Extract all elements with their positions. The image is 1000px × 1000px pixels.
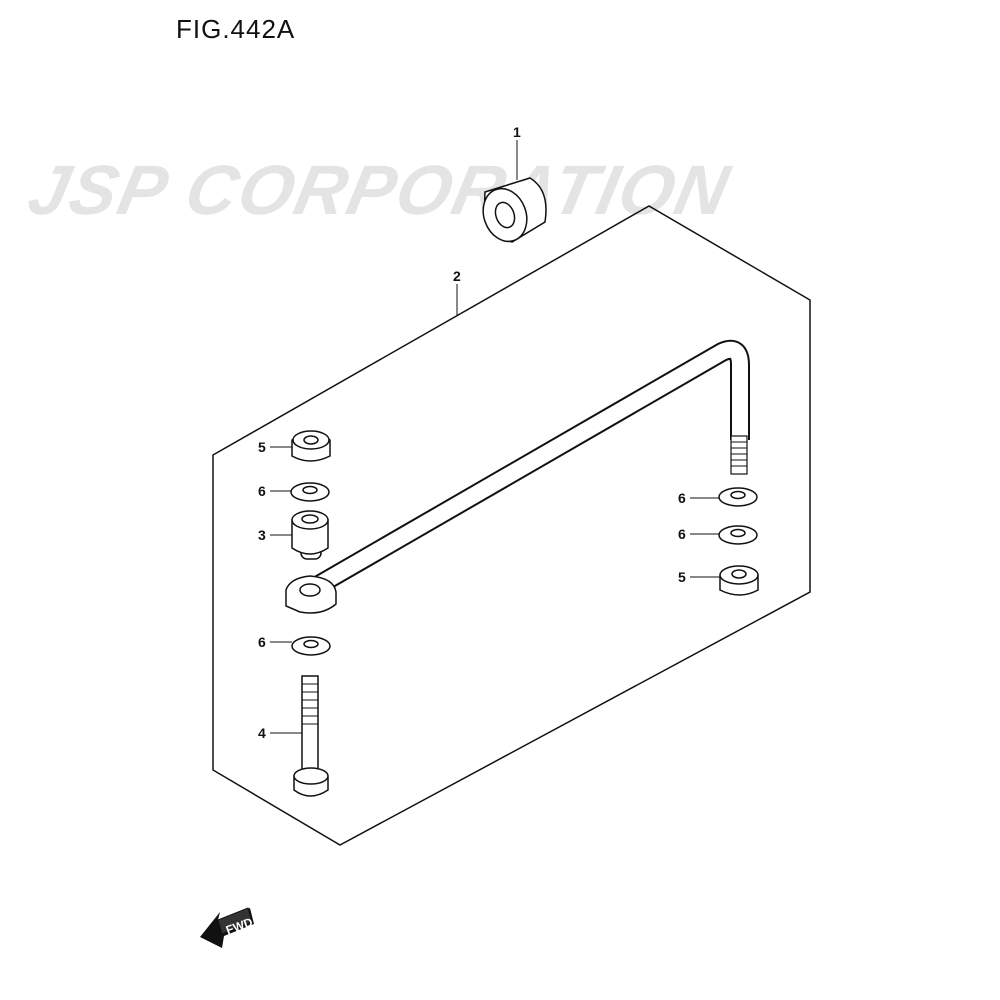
right-washer-bottom (718, 525, 758, 545)
callout-2: 2 (453, 268, 461, 284)
right-nut (719, 565, 759, 596)
left-washer-top (290, 482, 330, 502)
callout-6-left-top: 6 (258, 483, 266, 499)
bolt (293, 675, 329, 797)
part-2-rod (304, 339, 750, 599)
part-1-bushing (482, 177, 547, 243)
callout-1: 1 (513, 124, 521, 140)
callout-3: 3 (258, 527, 266, 543)
left-washer-bottom (291, 636, 331, 656)
fwd-arrow-icon: FWD (200, 907, 255, 948)
callout-6-left-bottom: 6 (258, 634, 266, 650)
leader-lines (270, 140, 720, 734)
left-collar (291, 510, 329, 560)
rod-eyelet (285, 575, 337, 614)
figure-title: FIG.442A (176, 14, 296, 44)
callout-5-left: 5 (258, 439, 266, 455)
right-washer-top (718, 487, 758, 507)
left-nut (291, 430, 331, 462)
callout-4: 4 (258, 725, 266, 741)
callout-6-right-bottom: 6 (678, 526, 686, 542)
callout-5-right: 5 (678, 569, 686, 585)
callout-6-right-top: 6 (678, 490, 686, 506)
kit-outline (212, 205, 811, 846)
